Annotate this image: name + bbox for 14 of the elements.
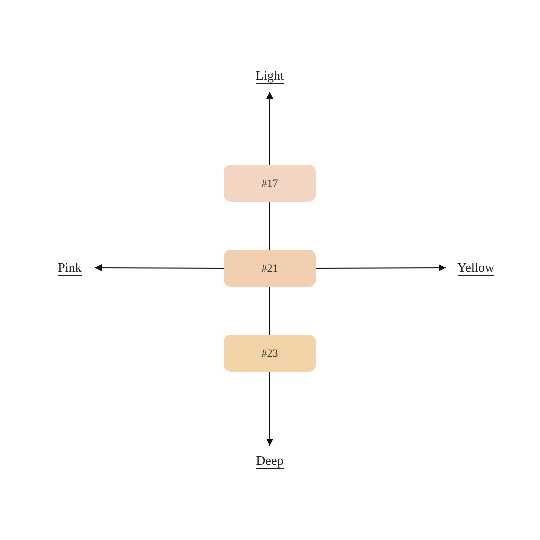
shade-label: #17 xyxy=(262,178,278,190)
axis-label: Pink xyxy=(58,260,82,276)
shade-box xyxy=(224,250,316,287)
axis-label: Yellow xyxy=(458,260,494,276)
arrow xyxy=(266,92,274,166)
axis-label: Deep xyxy=(256,453,284,469)
axis-label: Light xyxy=(256,68,284,84)
shade-label: #23 xyxy=(262,348,278,360)
arrow xyxy=(94,264,224,272)
shade-box xyxy=(224,335,316,372)
shade-label: #21 xyxy=(262,262,278,274)
arrow xyxy=(316,264,446,272)
shade-box xyxy=(224,165,316,202)
arrow xyxy=(266,372,274,446)
